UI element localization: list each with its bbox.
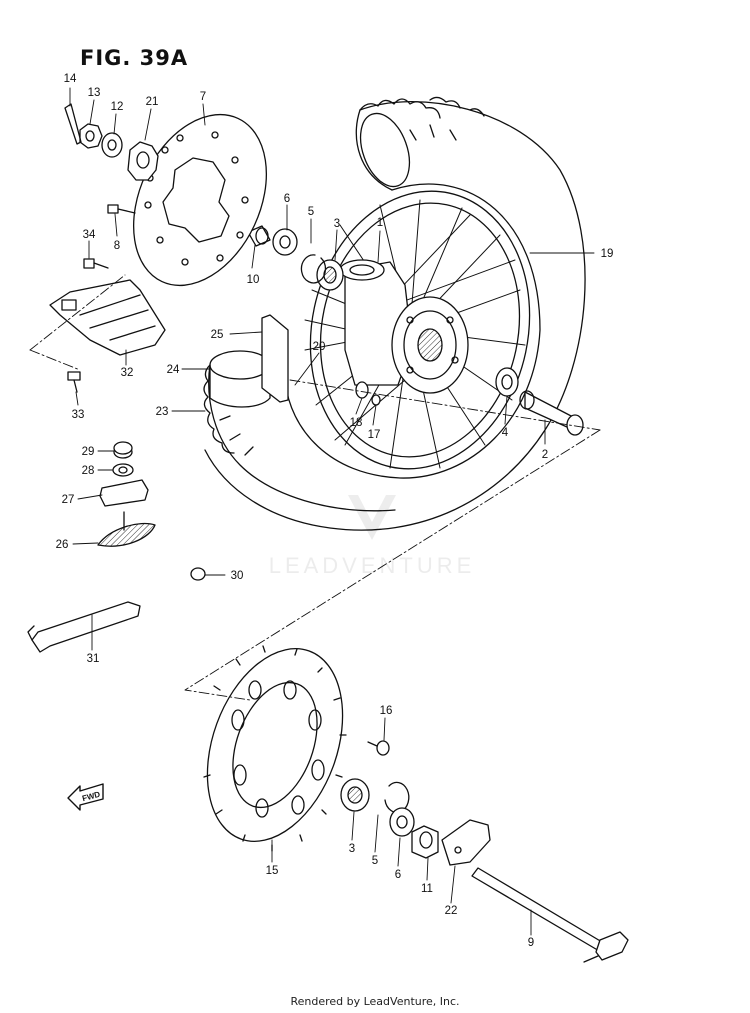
leader-lines bbox=[29, 87, 601, 936]
callout-20: 20 bbox=[313, 341, 326, 353]
callout-34: 34 bbox=[83, 229, 96, 241]
callout-22: 22 bbox=[445, 905, 458, 917]
callout-labels: 14 13 12 21 7 8 34 10 6 5 3 1 19 25 20 2… bbox=[56, 73, 614, 949]
part-13-nut bbox=[79, 123, 103, 149]
part-1-hub bbox=[339, 259, 469, 394]
footer-credit: Rendered by LeadVenture, Inc. bbox=[290, 995, 460, 1008]
part-2-collar bbox=[519, 390, 584, 436]
part-17-valve bbox=[371, 394, 381, 406]
callout-17: 17 bbox=[368, 429, 381, 441]
callout-3-upper: 3 bbox=[334, 218, 340, 230]
callout-10: 10 bbox=[247, 274, 260, 286]
watermark-text: LEADVENTURE bbox=[269, 553, 476, 578]
callout-6-upper: 6 bbox=[284, 193, 290, 205]
part-23-tire bbox=[203, 364, 396, 512]
callout-27: 27 bbox=[62, 494, 75, 506]
part-18-spacer bbox=[355, 381, 369, 399]
callout-1: 1 bbox=[377, 217, 383, 229]
callout-12: 12 bbox=[111, 101, 124, 113]
callout-28: 28 bbox=[82, 465, 95, 477]
part-25-rim-band bbox=[261, 314, 289, 403]
callout-7: 7 bbox=[200, 91, 206, 103]
part-30-cap bbox=[190, 567, 206, 581]
callout-16: 16 bbox=[380, 705, 393, 717]
part-19-tire bbox=[204, 96, 586, 531]
callout-18: 18 bbox=[350, 417, 363, 429]
callout-21: 21 bbox=[146, 96, 159, 108]
callout-26: 26 bbox=[56, 539, 69, 551]
callout-14: 14 bbox=[64, 73, 77, 85]
part-6-oil-seal-upper bbox=[272, 228, 298, 256]
part-34-bolt bbox=[83, 258, 109, 269]
callout-5-lower: 5 bbox=[372, 855, 378, 867]
callout-30: 30 bbox=[231, 570, 244, 582]
part-31-spoke-wrench bbox=[27, 601, 141, 653]
callout-24: 24 bbox=[167, 364, 180, 376]
callout-8: 8 bbox=[114, 240, 120, 252]
watermark: LEADVENTURE bbox=[269, 495, 476, 578]
figure-title: FIG. 39A bbox=[80, 46, 189, 70]
part-33-bolt bbox=[67, 371, 81, 393]
part-3-bearing-upper bbox=[316, 259, 344, 291]
part-8-disc-bolt bbox=[107, 204, 136, 214]
part-24-tube bbox=[209, 350, 271, 408]
part-5-circlip-lower bbox=[384, 781, 410, 813]
callout-2: 2 bbox=[542, 449, 548, 461]
part-16-sprocket-bolt bbox=[367, 740, 390, 756]
part-14-cotter-pin bbox=[64, 103, 82, 145]
callout-5-upper: 5 bbox=[308, 206, 314, 218]
callout-4: 4 bbox=[502, 427, 509, 439]
fwd-arrow-icon bbox=[67, 783, 104, 811]
callout-19: 19 bbox=[601, 248, 614, 260]
part-15-sprocket bbox=[203, 645, 347, 852]
part-9-axle bbox=[471, 867, 629, 963]
part-12-washer bbox=[101, 132, 123, 158]
callout-11: 11 bbox=[421, 883, 433, 895]
part-28-nut bbox=[112, 463, 134, 477]
callout-31: 31 bbox=[87, 653, 100, 665]
callout-15: 15 bbox=[266, 865, 279, 877]
part-26-rim-lock bbox=[97, 511, 156, 547]
part-7-brake-disc bbox=[132, 113, 268, 287]
callout-9: 9 bbox=[528, 937, 534, 949]
part-27-block bbox=[99, 479, 149, 507]
part-5-circlip-upper bbox=[300, 254, 327, 284]
callout-3-lower: 3 bbox=[349, 843, 355, 855]
part-21-drum bbox=[127, 141, 159, 181]
callout-6-lower: 6 bbox=[395, 869, 401, 881]
part-22-adjuster bbox=[441, 819, 491, 866]
part-32-chain-guard bbox=[49, 279, 166, 356]
part-11-spacer bbox=[411, 825, 439, 859]
part-6-oil-seal-lower bbox=[389, 807, 415, 837]
part-10-spacer bbox=[247, 225, 271, 247]
callout-29: 29 bbox=[82, 446, 95, 458]
wheel-rim bbox=[309, 190, 531, 470]
callout-32: 32 bbox=[121, 367, 134, 379]
watermark-logo-icon bbox=[348, 495, 396, 540]
part-4-spacer bbox=[495, 367, 519, 397]
callout-25: 25 bbox=[211, 329, 224, 341]
part-29-cap bbox=[113, 441, 133, 459]
callout-33: 33 bbox=[72, 409, 85, 421]
part-3-bearing-lower bbox=[340, 778, 370, 812]
callout-23: 23 bbox=[156, 406, 169, 418]
callout-13: 13 bbox=[88, 87, 101, 99]
